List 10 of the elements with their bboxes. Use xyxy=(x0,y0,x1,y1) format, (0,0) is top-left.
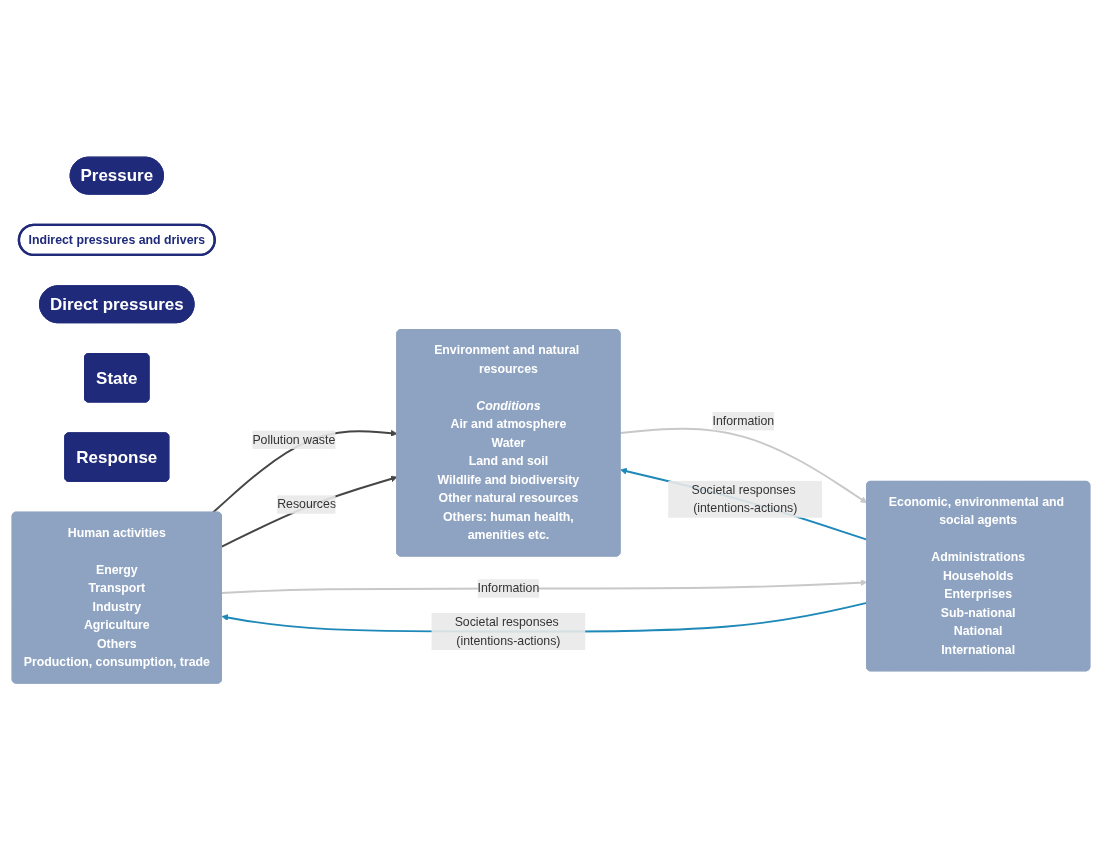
edge-label: Resources xyxy=(277,497,337,512)
arrow xyxy=(220,475,398,548)
edge-label: Societal responses (intentions-actions) xyxy=(454,615,561,648)
edge-label: Information xyxy=(477,581,540,595)
arrow xyxy=(220,579,868,595)
arrow xyxy=(619,428,868,504)
arrow xyxy=(211,430,398,514)
edge-label: Information xyxy=(712,414,775,428)
edge-label: Societal responses (intentions-actions) xyxy=(691,483,798,516)
edge-label: Pollution waste xyxy=(252,433,336,447)
